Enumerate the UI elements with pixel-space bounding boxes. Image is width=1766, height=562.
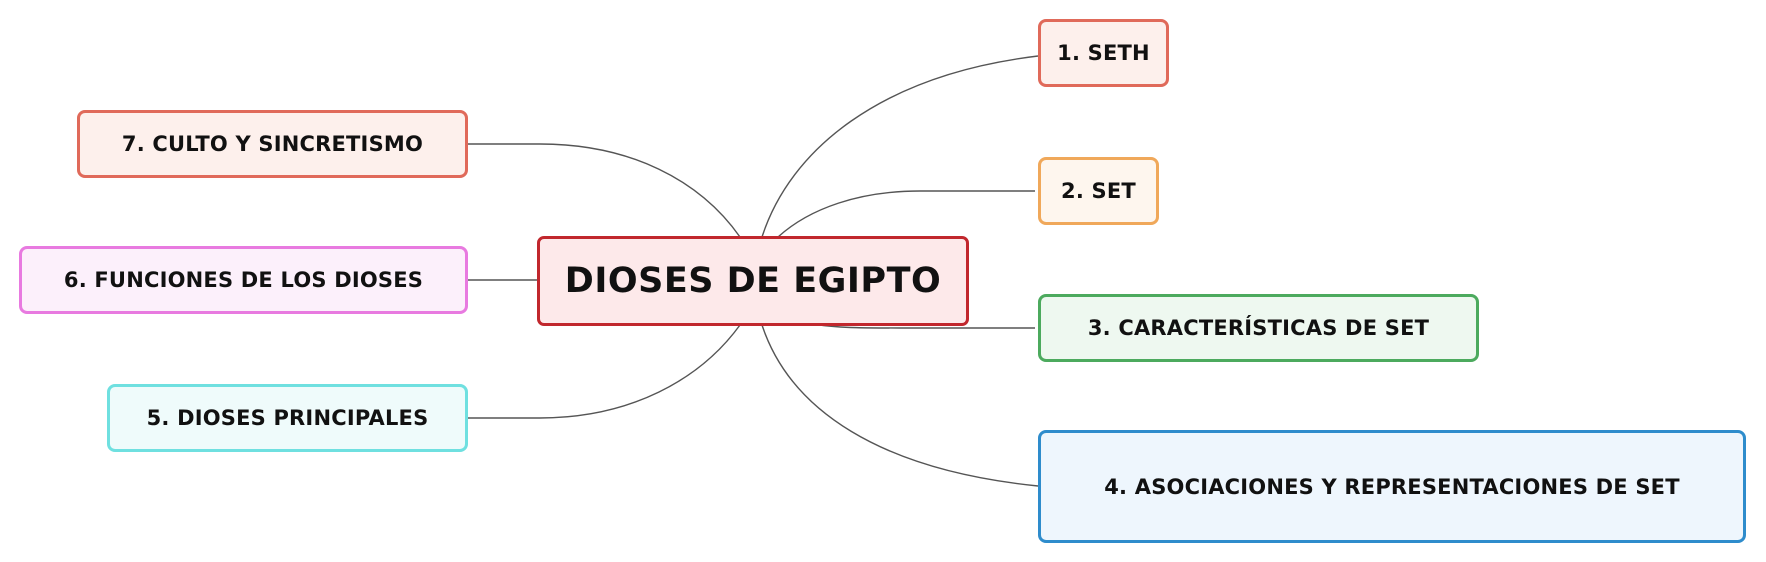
topic-caracteristicas-label: 3. CARACTERÍSTICAS DE SET — [1087, 316, 1430, 340]
topic-seth-label: 1. SETH — [1057, 41, 1150, 65]
connector-asociaciones — [761, 324, 1039, 487]
topic-asociaciones-label: 4. ASOCIACIONES Y REPRESENTACIONES DE SE… — [1104, 474, 1680, 499]
topic-caracteristicas[interactable]: 3. CARACTERÍSTICAS DE SET — [1038, 294, 1479, 362]
topic-funciones[interactable]: 6. FUNCIONES DE LOS DIOSES — [19, 246, 468, 314]
topic-set-label: 2. SET — [1061, 179, 1136, 203]
connector-principales — [468, 324, 741, 419]
topic-culto-label: 7. CULTO Y SINCRETISMO — [121, 132, 424, 156]
central-topic-label: DIOSES DE EGIPTO — [564, 261, 942, 301]
topic-culto[interactable]: 7. CULTO Y SINCRETISMO — [77, 110, 468, 178]
topic-set[interactable]: 2. SET — [1038, 157, 1159, 225]
connector-set — [777, 190, 1035, 238]
connector-seth — [761, 55, 1039, 238]
topic-asociaciones[interactable]: 4. ASOCIACIONES Y REPRESENTACIONES DE SE… — [1038, 430, 1746, 543]
topic-principales-label: 5. DIOSES PRINCIPALES — [146, 406, 429, 430]
connector-culto — [468, 143, 741, 238]
topic-principales[interactable]: 5. DIOSES PRINCIPALES — [107, 384, 468, 452]
topic-funciones-label: 6. FUNCIONES DE LOS DIOSES — [63, 268, 424, 292]
central-topic[interactable]: DIOSES DE EGIPTO — [537, 236, 969, 326]
topic-seth[interactable]: 1. SETH — [1038, 19, 1169, 87]
